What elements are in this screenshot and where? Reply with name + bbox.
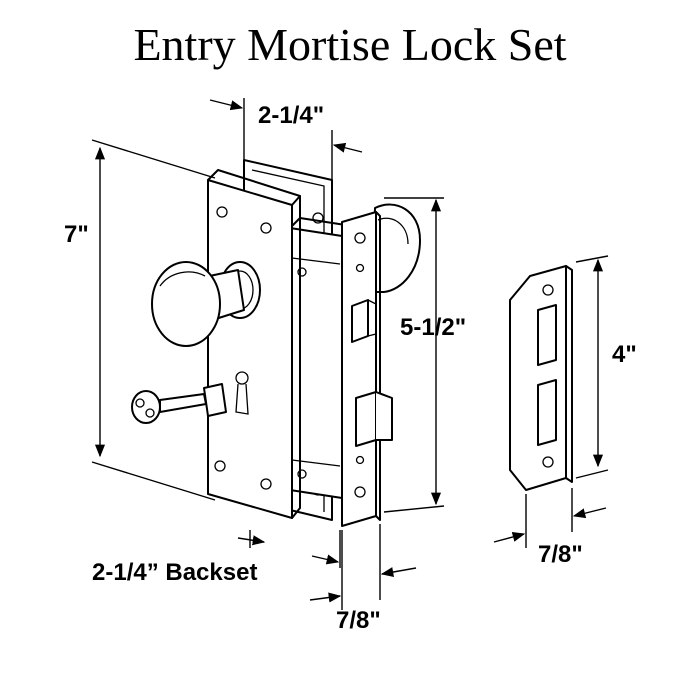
label-faceplate-height: 5-1/2" (400, 314, 466, 341)
label-plate-height: 7" (64, 221, 89, 248)
dimension-strike-height: 4" (575, 255, 637, 479)
label-backset: 2-1/4” Backset (92, 559, 257, 586)
strike-plate (509, 265, 573, 491)
label-strike-width: 7/8" (538, 541, 583, 568)
dimension-backset: 2-1/4” Backset (92, 530, 341, 586)
label-strike-height: 4" (612, 341, 637, 368)
label-faceplate-width: 7/8" (336, 607, 381, 634)
knob (151, 261, 261, 347)
keyhole-icon (235, 371, 249, 415)
dimension-plate-width: 2-1/4" (209, 98, 363, 180)
dimension-faceplate-height: 5-1/2" (383, 197, 466, 513)
label-plate-width: 2-1/4" (258, 102, 324, 129)
dimension-plate-height: 7" (64, 139, 216, 501)
faceplate (341, 211, 393, 527)
escutcheon-plate (207, 169, 301, 519)
skeleton-key (131, 383, 227, 424)
rear-knob (371, 203, 421, 293)
page-title: Entry Mortise Lock Set (133, 19, 566, 70)
dimension-strike-width: 7/8" (493, 488, 607, 568)
dimension-faceplate-width: 7/8" (309, 524, 417, 634)
